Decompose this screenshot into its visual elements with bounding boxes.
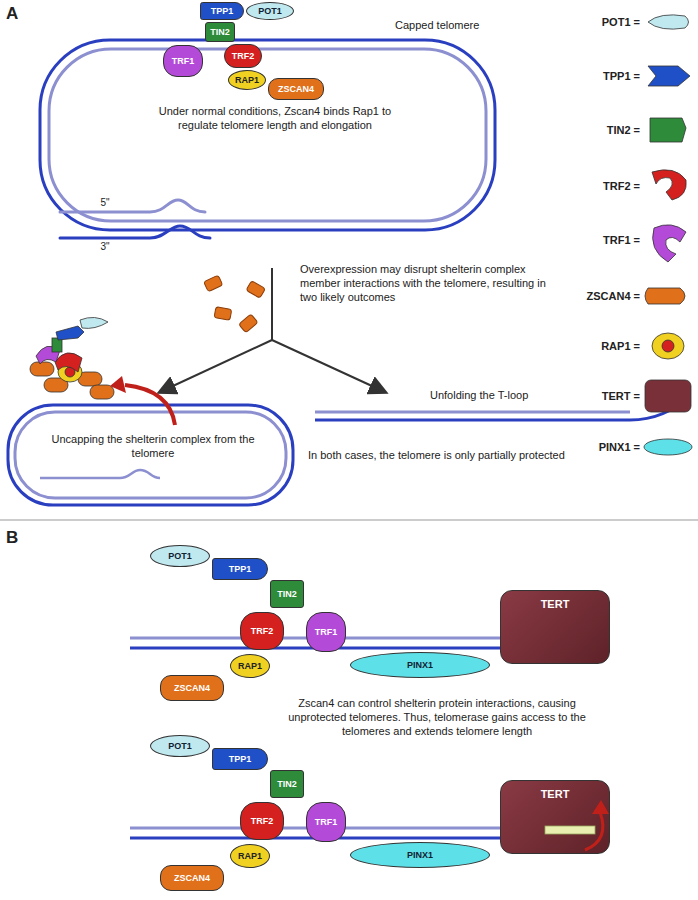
protein-shape: TPP1 bbox=[200, 2, 244, 20]
legend-entry: TRF2 = bbox=[560, 180, 640, 192]
annotation-text: Overexpression may disrupt shelterin com… bbox=[300, 262, 550, 304]
protein-shape: RAP1 bbox=[230, 654, 270, 678]
protein-shape: RAP1 bbox=[228, 70, 266, 90]
protein-label: POT1 bbox=[168, 551, 192, 561]
protein-label: ZSCAN4 bbox=[278, 84, 314, 94]
telomere-dna bbox=[130, 638, 560, 838]
protein-shape: TIN2 bbox=[270, 580, 304, 608]
annotation-text: Uncapping the shelterin complex from the… bbox=[48, 432, 258, 460]
protein-label: RAP1 bbox=[238, 661, 262, 671]
panel-letter: A bbox=[6, 4, 36, 24]
protein-shape: TPP1 bbox=[212, 748, 268, 770]
legend-entry: ZSCAN4 = bbox=[560, 290, 640, 302]
protein-shape: POT1 bbox=[150, 545, 210, 567]
legend-entry: POT1 = bbox=[560, 16, 640, 28]
protein-shape: TRF1 bbox=[306, 612, 346, 652]
legend-entry: TIN2 = bbox=[560, 124, 640, 136]
protein-shape: TIN2 bbox=[270, 770, 304, 798]
protein-label: TPP1 bbox=[229, 754, 252, 764]
annotation-text: 5" bbox=[96, 196, 114, 209]
telomere-loop bbox=[40, 40, 495, 238]
protein-shape: TIN2 bbox=[205, 22, 235, 42]
protein-label: ZSCAN4 bbox=[174, 683, 210, 693]
red-arrowhead bbox=[592, 800, 609, 814]
annotation-text: Under normal conditions, Zscan4 binds Ra… bbox=[150, 104, 400, 132]
protein-label: TIN2 bbox=[210, 27, 230, 37]
red-curved-arrow bbox=[125, 385, 175, 425]
protein-label: TRF2 bbox=[251, 626, 274, 636]
protein-label: TRF1 bbox=[315, 817, 338, 827]
protein-shape: TRF1 bbox=[306, 802, 346, 842]
protein-label: TERT bbox=[541, 599, 570, 609]
legend-entry: TRF1 = bbox=[560, 234, 640, 246]
protein-label: TRF2 bbox=[251, 816, 274, 826]
legend-glyphs bbox=[644, 15, 692, 455]
panel-divider bbox=[0, 519, 698, 521]
protein-label: TPP1 bbox=[211, 6, 234, 16]
protein-label: TIN2 bbox=[277, 589, 297, 599]
annotation-text: 3" bbox=[96, 240, 114, 253]
annotation-text: Unfolding the T-loop bbox=[430, 388, 580, 402]
protein-label: TRF1 bbox=[315, 627, 338, 637]
protein-label: POT1 bbox=[258, 6, 282, 16]
legend-entry: TERT = bbox=[560, 390, 640, 402]
protein-shape: RAP1 bbox=[230, 844, 270, 868]
protein-shape: PINX1 bbox=[350, 842, 490, 868]
protein-shape: ZSCAN4 bbox=[160, 675, 224, 701]
legend-entry: TPP1 = bbox=[560, 70, 640, 82]
protein-shape: PINX1 bbox=[350, 652, 490, 678]
protein-shape: TERT bbox=[500, 590, 610, 664]
legend-entry: RAP1 = bbox=[560, 340, 640, 352]
protein-shape: POT1 bbox=[150, 735, 210, 757]
annotation-text: Capped telomere bbox=[395, 18, 545, 32]
red-curved-arrow bbox=[585, 812, 603, 850]
protein-label: POT1 bbox=[168, 741, 192, 751]
protein-shape: ZSCAN4 bbox=[160, 865, 224, 891]
zscan4-fragments bbox=[204, 275, 266, 333]
protein-shape: TRF2 bbox=[224, 44, 262, 68]
panel-letter: B bbox=[6, 528, 36, 548]
protein-shape: TRF2 bbox=[240, 612, 284, 650]
protein-shape: TERT bbox=[500, 780, 610, 854]
new-telomere-repeat bbox=[545, 826, 595, 834]
uncapped-loop bbox=[8, 405, 293, 505]
protein-label: PINX1 bbox=[407, 850, 433, 860]
protein-label: RAP1 bbox=[235, 75, 259, 85]
protein-shape: TRF1 bbox=[163, 45, 203, 77]
protein-shape: TPP1 bbox=[212, 558, 268, 580]
protein-shape: POT1 bbox=[246, 2, 294, 20]
detached-complex bbox=[30, 317, 114, 399]
protein-label: TRF1 bbox=[172, 56, 195, 66]
protein-label: TPP1 bbox=[229, 564, 252, 574]
protein-label: ZSCAN4 bbox=[174, 873, 210, 883]
protein-label: TIN2 bbox=[277, 779, 297, 789]
protein-shape: TRF2 bbox=[240, 802, 284, 840]
protein-label: TERT bbox=[541, 789, 570, 799]
protein-label: RAP1 bbox=[238, 851, 262, 861]
annotation-text: Zscan4 can control shelterin protein int… bbox=[272, 696, 602, 738]
red-arrowhead bbox=[110, 376, 126, 393]
protein-shape: ZSCAN4 bbox=[268, 78, 324, 100]
legend-entry: PINX1 = bbox=[560, 441, 640, 453]
protein-label: PINX1 bbox=[407, 660, 433, 670]
protein-label: TRF2 bbox=[232, 51, 255, 61]
annotation-text: In both cases, the telomere is only part… bbox=[308, 448, 608, 462]
